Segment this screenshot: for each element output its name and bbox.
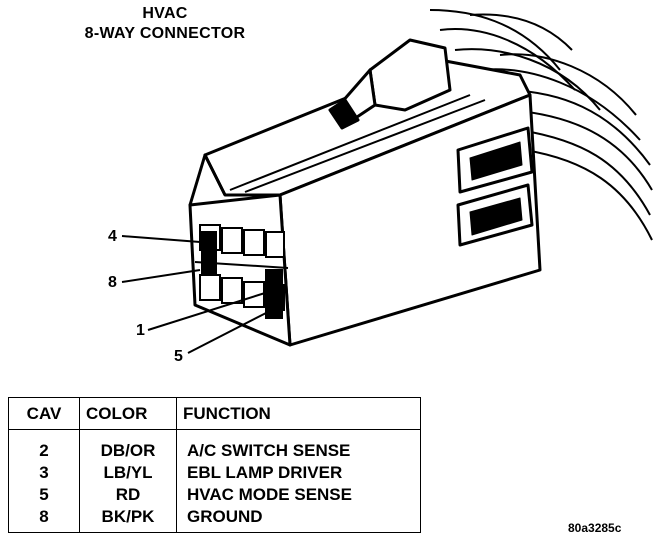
callout-leaders [121, 235, 269, 354]
figure-id: 80a3285c [568, 521, 622, 535]
cell-function: GROUND [176, 506, 421, 533]
cell-color: DB/OR [79, 429, 177, 462]
terminal-5 [265, 299, 283, 319]
diagram-title: HVAC 8-WAY CONNECTOR [60, 4, 270, 44]
cavity-face [194, 224, 289, 319]
cell-cav: 8 [8, 506, 80, 533]
callout-cavity-8: 8 [108, 274, 117, 291]
header-cav: CAV [8, 397, 80, 430]
header-color: COLOR [79, 397, 177, 430]
cell-color: BK/PK [79, 506, 177, 533]
pinout-table: CAV COLOR FUNCTION 2 DB/OR A/C SWITCH SE… [8, 397, 421, 533]
cell-cav: 2 [8, 429, 80, 462]
cell-function: EBL LAMP DRIVER [176, 462, 421, 484]
callout-cavity-1: 1 [136, 322, 145, 339]
title-line-1: HVAC [142, 5, 188, 22]
table-row: 3 LB/YL EBL LAMP DRIVER [8, 462, 421, 484]
table-row: 5 RD HVAC MODE SENSE [8, 484, 421, 506]
callout-cavity-4: 4 [108, 228, 117, 245]
callout-cavity-5: 5 [174, 348, 183, 365]
table-row: 2 DB/OR A/C SWITCH SENSE [8, 429, 421, 462]
cell-cav: 3 [8, 462, 80, 484]
cell-color: LB/YL [79, 462, 177, 484]
cell-function: A/C SWITCH SENSE [176, 429, 421, 462]
cell-function: HVAC MODE SENSE [176, 484, 421, 506]
cell-color: RD [79, 484, 177, 506]
terminal-8 [201, 254, 217, 274]
table-row: 8 BK/PK GROUND [8, 506, 421, 533]
cell-cav: 5 [8, 484, 80, 506]
table-header-row: CAV COLOR FUNCTION [8, 397, 421, 430]
title-line-2: 8-WAY CONNECTOR [84, 25, 246, 42]
header-function: FUNCTION [176, 397, 421, 430]
